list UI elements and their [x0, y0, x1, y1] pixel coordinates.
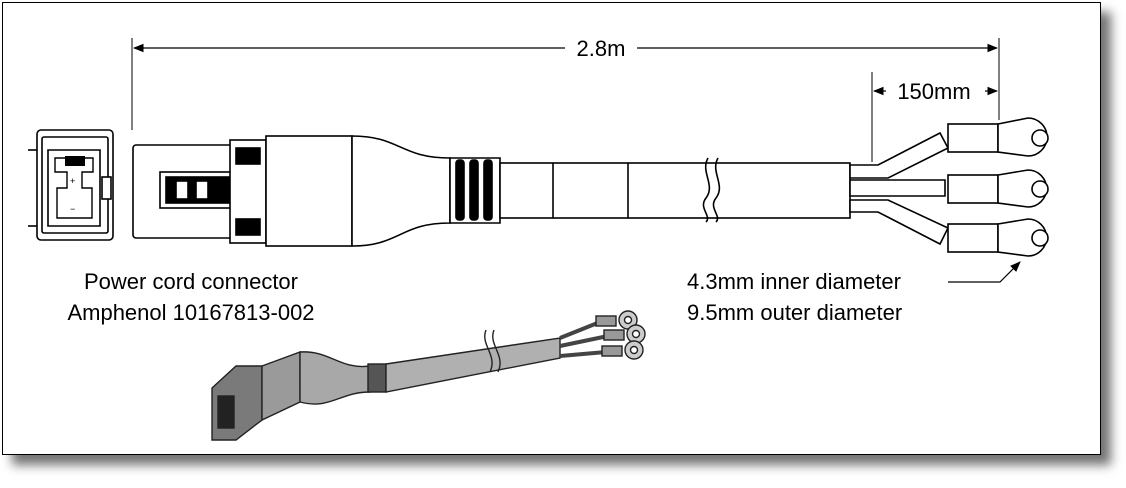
- connector-label-line2: Amphenol 10167813-002: [67, 300, 314, 325]
- diameter-leader-line: [948, 261, 1021, 283]
- inner-diameter-label: 4.3mm inner diameter: [687, 269, 901, 294]
- svg-text:+: +: [70, 176, 75, 186]
- cable-photo: [211, 310, 646, 441]
- svg-text:−: −: [70, 204, 75, 214]
- connector-side-view: [132, 135, 353, 247]
- total-length-dimension: 2.8m: [131, 36, 1000, 130]
- ring-terminals: [849, 117, 1049, 257]
- connector-label-line1: Power cord connector: [84, 269, 298, 294]
- outer-diameter-label: 9.5mm outer diameter: [687, 300, 902, 325]
- breakout-length-label: 150mm: [897, 79, 970, 104]
- connector-end-view: + −: [28, 129, 114, 241]
- total-length-label: 2.8m: [577, 36, 626, 61]
- breakout-length-dimension: 150mm: [871, 72, 999, 162]
- cable-body: [351, 135, 851, 247]
